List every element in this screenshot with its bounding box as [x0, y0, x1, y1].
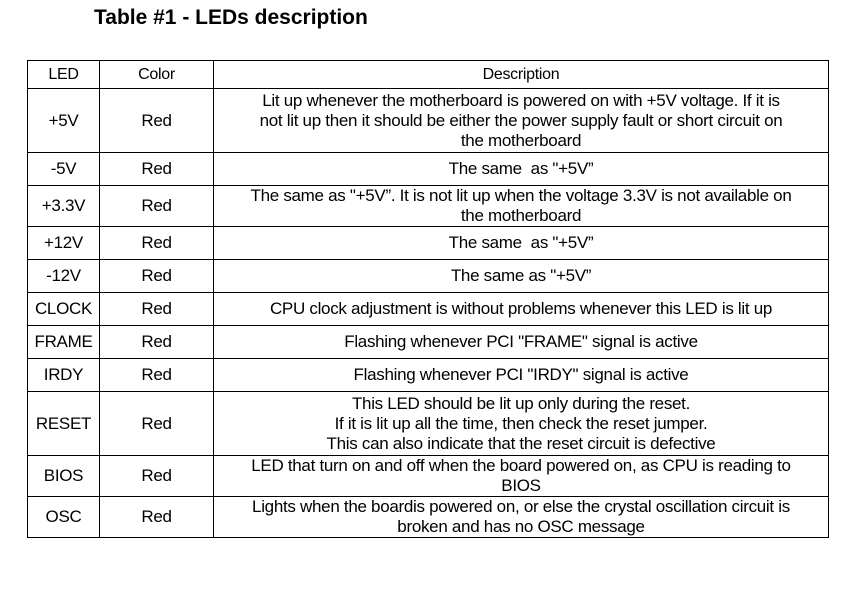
led-cell: CLOCK	[27, 292, 100, 326]
led-cell: IRDY	[27, 358, 100, 392]
color-cell: Red	[99, 391, 214, 456]
color-cell: Red	[99, 259, 214, 293]
description-line: Flashing whenever PCI "IRDY" signal is a…	[353, 365, 689, 384]
description-line: the motherboard	[460, 206, 582, 225]
description-line: The same as "+5V”	[450, 266, 592, 285]
description-line: The same as "+5V”	[448, 159, 594, 178]
description-line: Lit up whenever the motherboard is power…	[262, 90, 780, 110]
table-row: +5V Red Lit up whenever the motherboard …	[27, 88, 829, 153]
description-cell: Lights when the boardis powered on, or e…	[213, 496, 829, 538]
description-line: The same as "+5V”. It is not lit up when…	[250, 186, 792, 205]
color-cell: Red	[99, 152, 214, 186]
table-row: BIOS Red LED that turn on and off when t…	[27, 455, 829, 497]
description-cell: This LED should be lit up only during th…	[213, 391, 829, 456]
table-row: -12V Red The same as "+5V”	[27, 259, 829, 293]
led-cell: +12V	[27, 226, 100, 260]
description-line: broken and has no OSC message	[397, 517, 645, 536]
color-cell: Red	[99, 358, 214, 392]
table-row: CLOCK Red CPU clock adjustment is withou…	[27, 292, 829, 326]
description-line: The same as "+5V”	[448, 233, 594, 252]
table-row: OSC Red Lights when the boardis powered …	[27, 496, 829, 538]
description-cell: Flashing whenever PCI "FRAME" signal is …	[213, 325, 829, 359]
description-cell: The same as "+5V”	[213, 226, 829, 260]
description-line: not lit up then it should be either the …	[259, 110, 783, 130]
table-row: -5V Red The same as "+5V”	[27, 152, 829, 186]
description-cell: Flashing whenever PCI "IRDY" signal is a…	[213, 358, 829, 392]
description-line: This LED should be lit up only during th…	[351, 393, 691, 413]
description-cell: The same as "+5V”. It is not lit up when…	[213, 185, 829, 227]
table-row: FRAME Red Flashing whenever PCI "FRAME" …	[27, 325, 829, 359]
color-cell: Red	[99, 496, 214, 538]
description-cell: The same as "+5V”	[213, 152, 829, 186]
color-cell: Red	[99, 88, 214, 153]
description-cell: LED that turn on and off when the board …	[213, 455, 829, 497]
description-cell: The same as "+5V”	[213, 259, 829, 293]
description-line: CPU clock adjustment is without problems…	[269, 299, 773, 318]
led-cell: +5V	[27, 88, 100, 153]
description-line: BIOS	[501, 476, 541, 495]
page-title: Table #1 - LEDs description	[94, 6, 368, 29]
description-line: Flashing whenever PCI "FRAME" signal is …	[344, 332, 698, 351]
description-cell: CPU clock adjustment is without problems…	[213, 292, 829, 326]
description-line: LED that turn on and off when the board …	[251, 456, 791, 475]
led-cell: OSC	[27, 496, 100, 538]
table-row: RESET Red This LED should be lit up only…	[27, 391, 829, 456]
color-cell: Red	[99, 185, 214, 227]
led-cell: +3.3V	[27, 185, 100, 227]
description-cell: Lit up whenever the motherboard is power…	[213, 88, 829, 153]
leds-table: LED Color Description +5V Red Lit up whe…	[27, 60, 829, 538]
description-line: Lights when the boardis powered on, or e…	[252, 497, 790, 516]
color-cell: Red	[99, 292, 214, 326]
column-header-led: LED	[27, 60, 100, 89]
color-cell: Red	[99, 455, 214, 497]
description-line: This can also indicate that the reset ci…	[326, 433, 716, 453]
led-cell: -5V	[27, 152, 100, 186]
led-cell: RESET	[27, 391, 100, 456]
led-cell: FRAME	[27, 325, 100, 359]
description-line: If it is lit up all the time, then check…	[334, 413, 708, 433]
table-header-row: LED Color Description	[27, 60, 829, 89]
color-cell: Red	[99, 226, 214, 260]
table-row: +3.3V Red The same as "+5V”. It is not l…	[27, 185, 829, 227]
color-cell: Red	[99, 325, 214, 359]
led-cell: -12V	[27, 259, 100, 293]
description-line: the motherboard	[460, 130, 582, 150]
column-header-color: Color	[99, 60, 214, 89]
table-row: +12V Red The same as "+5V”	[27, 226, 829, 260]
led-cell: BIOS	[27, 455, 100, 497]
column-header-description: Description	[213, 60, 829, 89]
table-row: IRDY Red Flashing whenever PCI "IRDY" si…	[27, 358, 829, 392]
